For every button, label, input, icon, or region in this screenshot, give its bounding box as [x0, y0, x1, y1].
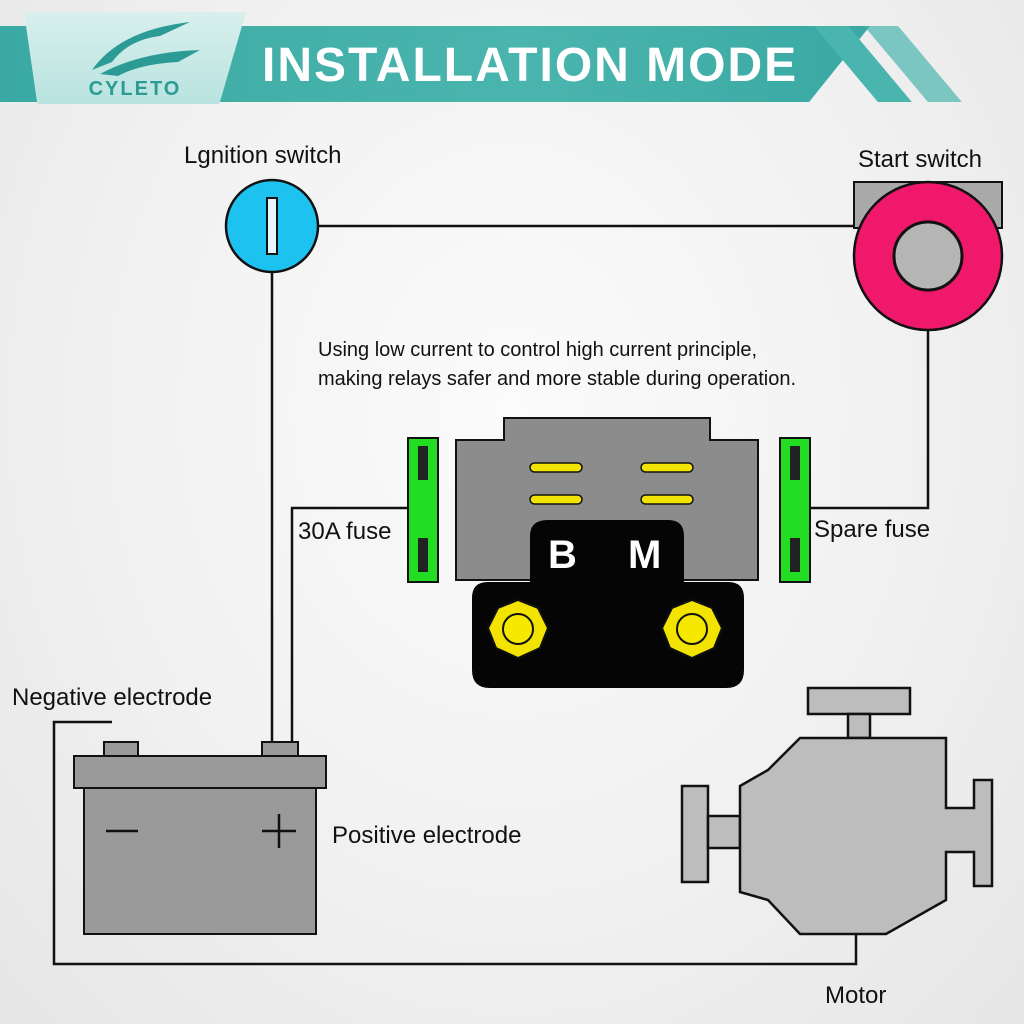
fuse-30a — [407, 437, 439, 583]
relay-terminal-b-label: B — [548, 533, 577, 577]
spare-fuse-label: Spare fuse — [814, 516, 931, 543]
negative-electrode-label: Negative electrode — [12, 684, 213, 711]
wire-start-to-spare-fuse — [808, 328, 930, 510]
motor-label: Motor — [825, 982, 887, 1009]
relay — [455, 417, 759, 688]
ignition-switch-label: Lgnition switch — [184, 142, 342, 169]
fuse-30a-label: 30A fuse — [298, 518, 392, 545]
principle-description: Using low current to control high curren… — [318, 336, 898, 394]
start-switch-label: Start switch — [858, 146, 983, 173]
description-line-2: making relays safer and more stable duri… — [318, 368, 797, 390]
spare-fuse — [779, 437, 811, 583]
positive-electrode-label: Positive electrode — [332, 822, 522, 849]
motor-engine — [680, 686, 994, 936]
relay-terminal-m-label: M — [628, 533, 662, 577]
brand-name: CYLETO — [88, 78, 182, 100]
start-switch — [852, 180, 1004, 332]
wires — [52, 224, 930, 966]
description-line-1: Using low current to control high curren… — [318, 339, 758, 361]
ignition-switch — [224, 178, 320, 274]
page-title: INSTALLATION MODE — [262, 39, 799, 92]
battery — [73, 741, 327, 935]
wire-negative-to-motor — [52, 720, 858, 966]
wire-battery-to-fuse — [290, 506, 410, 746]
